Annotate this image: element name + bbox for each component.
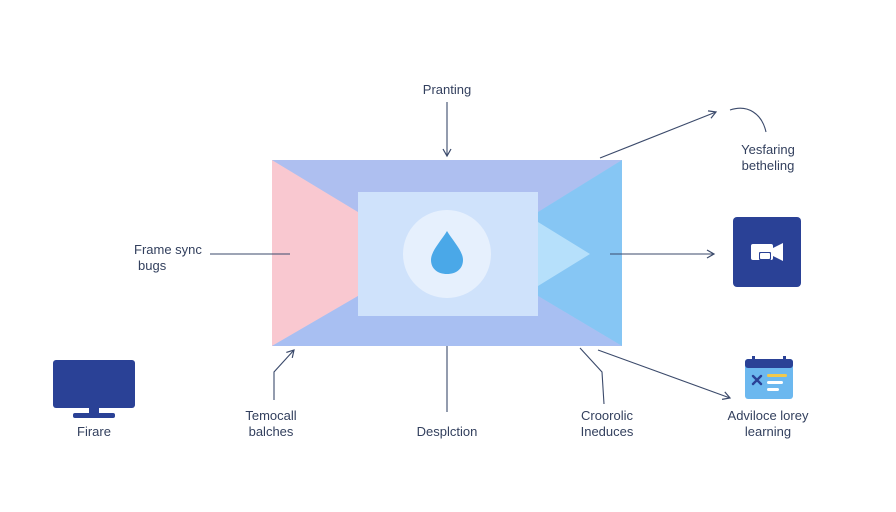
label-top-right-line2: betheling — [741, 158, 795, 173]
monitor-screen — [53, 360, 135, 408]
label-bottom-center-text: Desplction — [416, 424, 478, 439]
label-bottom-2: Temocall balches — [226, 408, 316, 440]
connector-top-right — [599, 110, 718, 159]
label-bottom-left-icon-text: Firare — [77, 424, 111, 439]
label-top-right: Yesfaring betheling — [718, 142, 818, 174]
label-left-line2: bugs — [138, 258, 167, 273]
connector-bottom-left — [273, 349, 295, 400]
video-tile — [733, 217, 801, 287]
label-bottom-4-line2: Ineduces — [580, 424, 634, 439]
water-drop-icon — [431, 231, 463, 274]
label-top-right-line1: Yesfaring — [741, 142, 795, 157]
central-frame — [272, 160, 622, 346]
calendar-icon — [745, 356, 793, 399]
label-bottom-right-line1: Adviloce lorey — [727, 408, 809, 423]
monitor-base — [73, 413, 115, 418]
label-left: Frame sync bugs — [134, 242, 224, 274]
connector-top-right-curl — [729, 107, 767, 133]
label-bottom-2-line2: balches — [248, 424, 294, 439]
frame-play-triangle — [538, 222, 590, 286]
label-top: Pranting — [400, 82, 494, 98]
label-bottom-right: Adviloce lorey learning — [712, 408, 824, 440]
label-bottom-center: Desplction — [400, 424, 494, 440]
monitor-icon — [53, 360, 135, 420]
label-bottom-2-line1: Temocall — [245, 408, 297, 423]
label-bottom-4: Croorolic Ineduces — [560, 408, 654, 440]
label-bottom-left-icon: Firare — [52, 424, 136, 440]
label-left-line1: Frame sync — [134, 242, 202, 257]
label-bottom-4-line1: Croorolic — [580, 408, 633, 423]
connector-far-right — [597, 349, 732, 400]
connector-bottom-right — [579, 347, 605, 405]
video-camera-icon — [751, 243, 783, 261]
label-bottom-right-line2: learning — [744, 424, 792, 439]
frame-left-wedge — [272, 160, 358, 346]
label-top-text: Pranting — [422, 82, 472, 97]
monitor-neck — [89, 408, 99, 414]
